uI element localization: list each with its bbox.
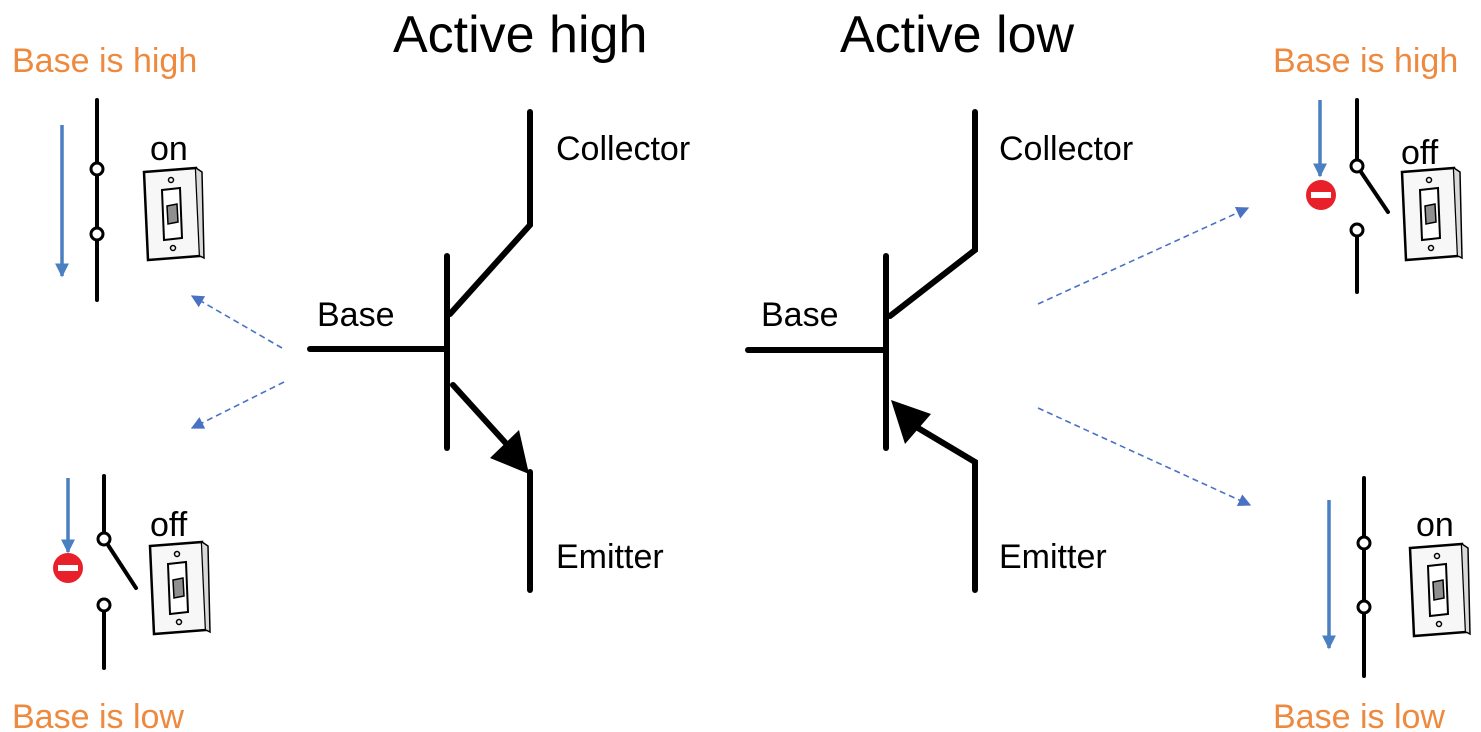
pnp-transistor-symbol [745,109,978,593]
npn-emitter-arrow-icon [490,430,529,474]
light-switch-icon [148,540,212,636]
switch-state-label: on [150,130,188,168]
npn-base-label: Base [317,296,395,334]
switch-off-top-right: off [1306,98,1464,294]
switch-state-label: on [1416,506,1454,544]
pointer-arrows [190,206,1252,507]
no-entry-icon [1306,180,1336,210]
title-active-low: Active low [840,6,1075,64]
state-label-top-right: Base is high [1273,42,1458,80]
pointer-arrow-pnp-to-off [1037,206,1250,305]
no-entry-icon [53,553,83,583]
switch-off-bottom-left: off [53,474,212,670]
npn-collector-label: Collector [556,130,690,168]
light-switch-icon [1408,542,1472,638]
switch-on-top-left: on [55,98,206,302]
pnp-base-label: Base [761,296,839,334]
title-active-high: Active high [393,6,647,64]
pnp-emitter-arrow-icon [891,400,931,444]
light-switch-icon [1400,166,1464,262]
state-label-bottom-left: Base is low [12,698,184,732]
state-label-top-left: Base is high [12,42,197,80]
state-label-bottom-right: Base is low [1273,698,1445,732]
switch-state-label: off [150,506,188,544]
pointer-arrow-npn-to-off [190,381,285,429]
switch-state-label: off [1401,134,1439,172]
pointer-arrow-pnp-to-on [1037,407,1252,507]
pointer-arrow-npn-to-on [190,295,283,349]
light-switch-icon [142,166,206,262]
pnp-emitter-label: Emitter [999,538,1107,576]
npn-transistor-symbol [307,109,533,593]
npn-emitter-label: Emitter [556,538,664,576]
pnp-collector-label: Collector [999,130,1133,168]
switch-on-bottom-right: on [1322,476,1472,678]
